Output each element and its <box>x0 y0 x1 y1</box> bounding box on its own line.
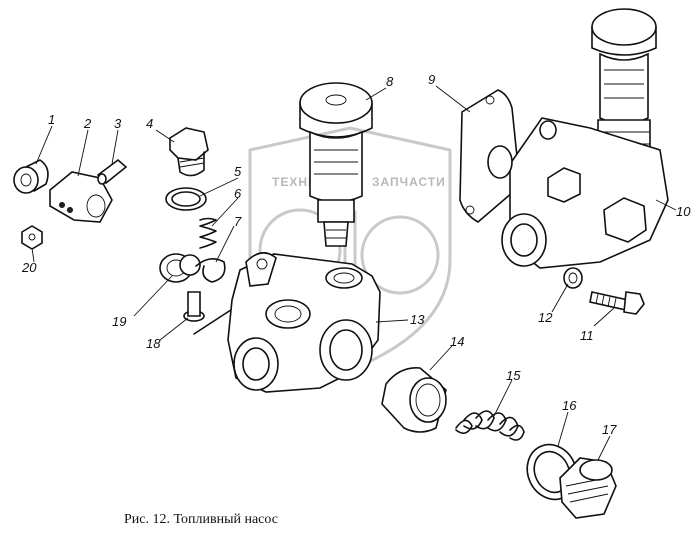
part-8-plunger <box>299 82 373 247</box>
part-15-spring <box>455 410 525 441</box>
part-2-lever <box>49 171 113 223</box>
part-3-pin <box>96 158 128 185</box>
part-19-valve <box>159 253 201 283</box>
label-8: 8 <box>386 74 394 89</box>
watermark-text-right: ЗАПЧАСТИ <box>372 175 446 189</box>
label-2: 2 <box>83 116 92 131</box>
label-6: 6 <box>234 186 242 201</box>
part-12-washer <box>563 267 583 289</box>
label-12: 12 <box>538 310 553 325</box>
part-11-bolt <box>589 291 645 315</box>
part-1-nut <box>13 159 49 194</box>
part-4-plug <box>169 127 209 177</box>
label-14: 14 <box>450 334 464 349</box>
label-16: 16 <box>562 398 577 413</box>
leader-lines <box>31 85 677 461</box>
label-7: 7 <box>234 214 242 229</box>
label-9: 9 <box>428 72 435 87</box>
part-10-assembled-pump <box>487 8 669 269</box>
label-20: 20 <box>21 260 37 275</box>
part-7-spring-clip <box>195 258 226 283</box>
label-5: 5 <box>234 164 242 179</box>
label-13: 13 <box>410 312 425 327</box>
part-labels: 1 2 3 4 5 6 7 8 9 10 11 12 13 14 15 16 1… <box>21 72 691 437</box>
label-4: 4 <box>146 116 153 131</box>
label-1: 1 <box>48 112 55 127</box>
label-15: 15 <box>506 368 521 383</box>
label-10: 10 <box>676 204 691 219</box>
part-13-pump-body <box>227 252 381 393</box>
label-3: 3 <box>114 116 122 131</box>
label-17: 17 <box>602 422 617 437</box>
part-20-small-nut <box>21 225 43 250</box>
part-17-plug <box>559 457 617 519</box>
figure-caption: Рис. 12. Топливный насос <box>124 512 278 527</box>
part-14-sleeve <box>381 367 447 433</box>
label-19: 19 <box>112 314 126 329</box>
part-5-washer <box>165 187 207 211</box>
part-6-spring <box>199 217 217 249</box>
label-18: 18 <box>146 336 161 351</box>
label-11: 11 <box>580 328 594 343</box>
